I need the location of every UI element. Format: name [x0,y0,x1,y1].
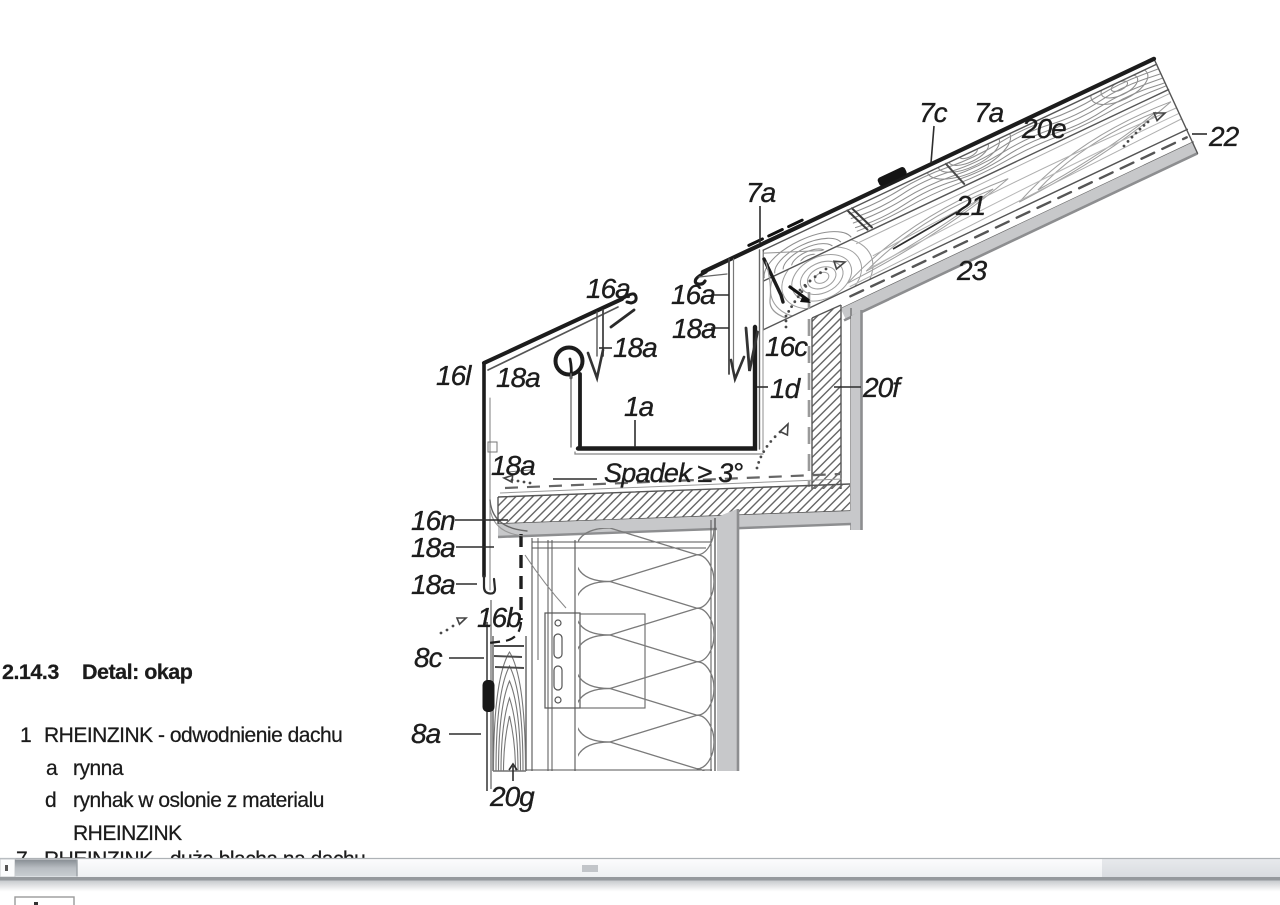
svg-text:18a: 18a [613,332,657,363]
svg-text:RHEINZINK: RHEINZINK [73,822,182,845]
svg-text:7a: 7a [746,177,776,208]
svg-text:16l: 16l [436,360,472,391]
svg-text:18a: 18a [411,569,455,600]
svg-text:1: 1 [20,724,31,747]
svg-text:2.14.3: 2.14.3 [2,660,59,684]
svg-text:20e: 20e [1021,113,1066,144]
svg-text:23: 23 [956,255,988,286]
svg-text:18a: 18a [491,450,535,481]
svg-text:rynna: rynna [73,757,124,780]
svg-text:21: 21 [955,190,985,221]
svg-text:rynhak w oslonie z materialu: rynhak w oslonie z materialu [73,789,324,812]
svg-text:Detal: okap: Detal: okap [82,660,193,684]
svg-text:16a: 16a [671,279,715,310]
svg-text:18a: 18a [496,362,540,393]
svg-text:1a: 1a [624,391,654,422]
svg-text:18a: 18a [672,313,716,344]
svg-text:7a: 7a [974,97,1004,128]
svg-text:Spadek ≥ 3°: Spadek ≥ 3° [604,458,743,488]
svg-text:20f: 20f [862,372,903,403]
svg-text:8a: 8a [411,718,441,749]
svg-text:8c: 8c [414,642,443,673]
svg-text:20g: 20g [489,781,535,812]
svg-text:22: 22 [1208,121,1240,152]
svg-text:7c: 7c [919,97,948,128]
svg-text:16b: 16b [477,602,521,633]
svg-text:16n: 16n [411,505,455,536]
svg-text:16c: 16c [765,331,808,362]
svg-text:18a: 18a [411,532,455,563]
svg-text:d: d [45,789,56,812]
svg-text:1d: 1d [770,373,802,404]
svg-text:16a: 16a [586,273,630,304]
svg-text:RHEINZINK - odwodnienie dachu: RHEINZINK - odwodnienie dachu [44,724,342,747]
svg-text:a: a [46,757,58,780]
